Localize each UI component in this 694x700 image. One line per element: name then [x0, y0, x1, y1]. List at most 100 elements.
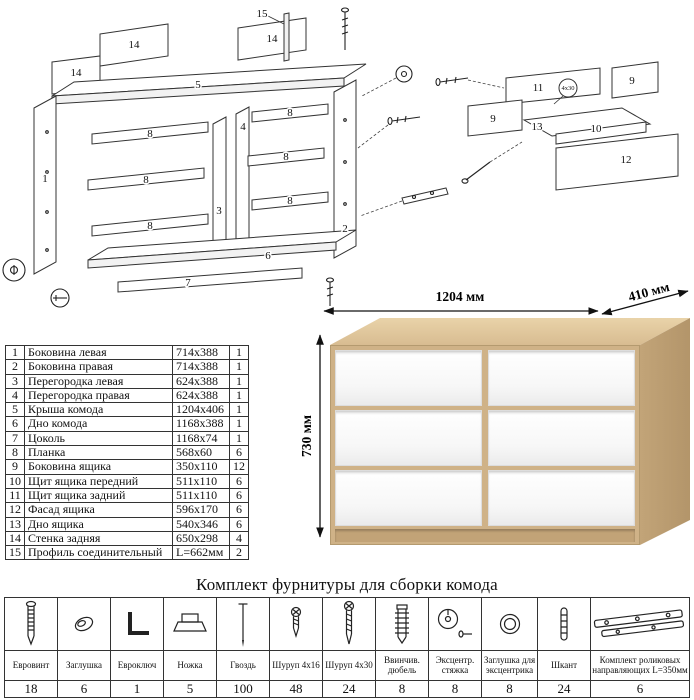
hardware-name: Шуруп 4x16 — [269, 650, 323, 681]
part-num: 14 — [5, 530, 25, 547]
part-qty: 6 — [229, 502, 249, 518]
part-num: 2 — [5, 359, 25, 375]
hardware-qty: 24 — [322, 680, 376, 698]
screw-4x16-icon — [290, 606, 302, 639]
screw-icon — [325, 277, 335, 306]
part-label: 4x30 — [562, 85, 575, 92]
dimension-width-label: 1204 мм — [436, 289, 485, 304]
foot-icon — [173, 613, 207, 632]
dresser-render: 1204 мм 410 мм 730 мм — [300, 285, 694, 575]
part-label: 6 — [265, 250, 271, 262]
dimension-height-label: 730 мм — [300, 415, 314, 457]
drawer-front — [488, 410, 635, 466]
part-label: 5 — [195, 79, 201, 91]
part-label: 14 — [129, 39, 141, 51]
dresser-plinth — [335, 529, 635, 542]
screw-icon — [435, 76, 505, 89]
part-size: L=662мм — [172, 545, 230, 561]
part-size: 540x346 — [172, 516, 230, 532]
part-num: 15 — [5, 545, 25, 561]
hardware-name: Заглушка для эксцентрика — [481, 650, 538, 681]
hardware-qty: 18 — [4, 680, 58, 698]
part-label: 8 — [287, 195, 293, 207]
hardware-name: Гвоздь — [216, 650, 270, 681]
part-size: 568x60 — [172, 445, 230, 461]
part-size: 350x110 — [172, 459, 230, 475]
part-num: 11 — [5, 487, 25, 504]
part-label: 10 — [591, 123, 603, 135]
hardware-qty: 8 — [428, 680, 482, 698]
part-label: 8 — [147, 128, 153, 140]
part-qty: 1 — [229, 402, 249, 418]
part-label: 15 — [257, 8, 269, 20]
part-size: 511x110 — [172, 473, 230, 489]
part-name: Дно ящика — [24, 516, 173, 532]
part-label: 8 — [287, 107, 293, 119]
part-size: 714x388 — [172, 344, 230, 361]
part-name: Боковина правая — [24, 359, 173, 375]
confirmat-screw-icon — [25, 600, 37, 646]
hardware-name: Ввинчив. дюбель — [375, 650, 429, 681]
part-name: Перегородка правая — [24, 387, 173, 404]
part-name: Планка — [24, 445, 173, 461]
hardware-icons-row — [4, 597, 690, 651]
hardware-counts-row: 18 6 1 5 100 48 24 8 8 8 24 6 — [4, 680, 690, 698]
part-size: 624x388 — [172, 387, 230, 404]
part-label: 9 — [629, 75, 635, 87]
dresser-front-face — [330, 345, 640, 545]
part-qty: 6 — [229, 445, 249, 461]
hardware-name: Шкант — [537, 650, 591, 681]
hardware-name: Заглушка — [57, 650, 111, 681]
hardware-qty: 6 — [57, 680, 111, 698]
part-num: 8 — [5, 445, 25, 461]
assembly-diagram-drawing: 15 14 14 14 5 1 4 3 2 8 8 8 8 8 8 6 7 11… — [2, 7, 679, 308]
cabinet-exploded-view — [33, 12, 367, 293]
hardware-name: Комплект роликовых направляющих L=350мм — [590, 650, 690, 681]
drawer-slide-icon — [359, 187, 449, 217]
part-num: 3 — [5, 373, 25, 389]
part-label: 13 — [532, 121, 544, 133]
part-label: 11 — [533, 82, 544, 94]
screw-icon — [461, 141, 523, 184]
assembly-diagram: 15 14 14 14 5 1 4 3 2 8 8 8 8 8 8 6 7 11… — [0, 0, 694, 312]
part-qty: 1 — [229, 430, 249, 447]
part-qty: 1 — [229, 359, 249, 375]
part-qty: 2 — [229, 545, 249, 561]
part-num: 6 — [5, 416, 25, 432]
hardware-names-row: Евровинт Заглушка Евроключ Ножка Гвоздь … — [4, 650, 690, 681]
drawer-exploded-view — [435, 61, 679, 191]
part-num: 5 — [5, 402, 25, 418]
dimension-depth-label: 410 мм — [627, 285, 671, 304]
part-qty: 1 — [229, 387, 249, 404]
part-label: 1 — [42, 173, 48, 185]
part-qty: 1 — [229, 373, 249, 389]
part-size: 1168x388 — [172, 416, 230, 432]
part-num: 1 — [5, 344, 25, 361]
nail-icon — [238, 603, 248, 647]
hardware-qty: 1 — [110, 680, 164, 698]
hardware-title: Комплект фурнитуры для сборки комода — [196, 575, 498, 594]
part-name: Щит ящика задний — [24, 487, 173, 504]
hardware-qty: 24 — [537, 680, 591, 698]
drawer-part-labels: 11 4x30 9 9 13 10 12 — [489, 74, 637, 168]
part-name: Крыша комода — [24, 402, 173, 418]
part-num: 9 — [5, 459, 25, 475]
part-name: Фасад ящика — [24, 502, 173, 518]
part-label: 4 — [240, 121, 246, 133]
part-label: 8 — [143, 174, 149, 186]
drawer-front — [335, 470, 482, 526]
part-label: 7 — [185, 277, 191, 289]
part-num: 12 — [5, 502, 25, 518]
part-num: 13 — [5, 516, 25, 532]
screw-4x30-icon — [343, 600, 355, 645]
screw-icon — [357, 115, 421, 149]
threaded-dowel-icon — [395, 604, 409, 645]
drawer-front — [488, 350, 635, 406]
